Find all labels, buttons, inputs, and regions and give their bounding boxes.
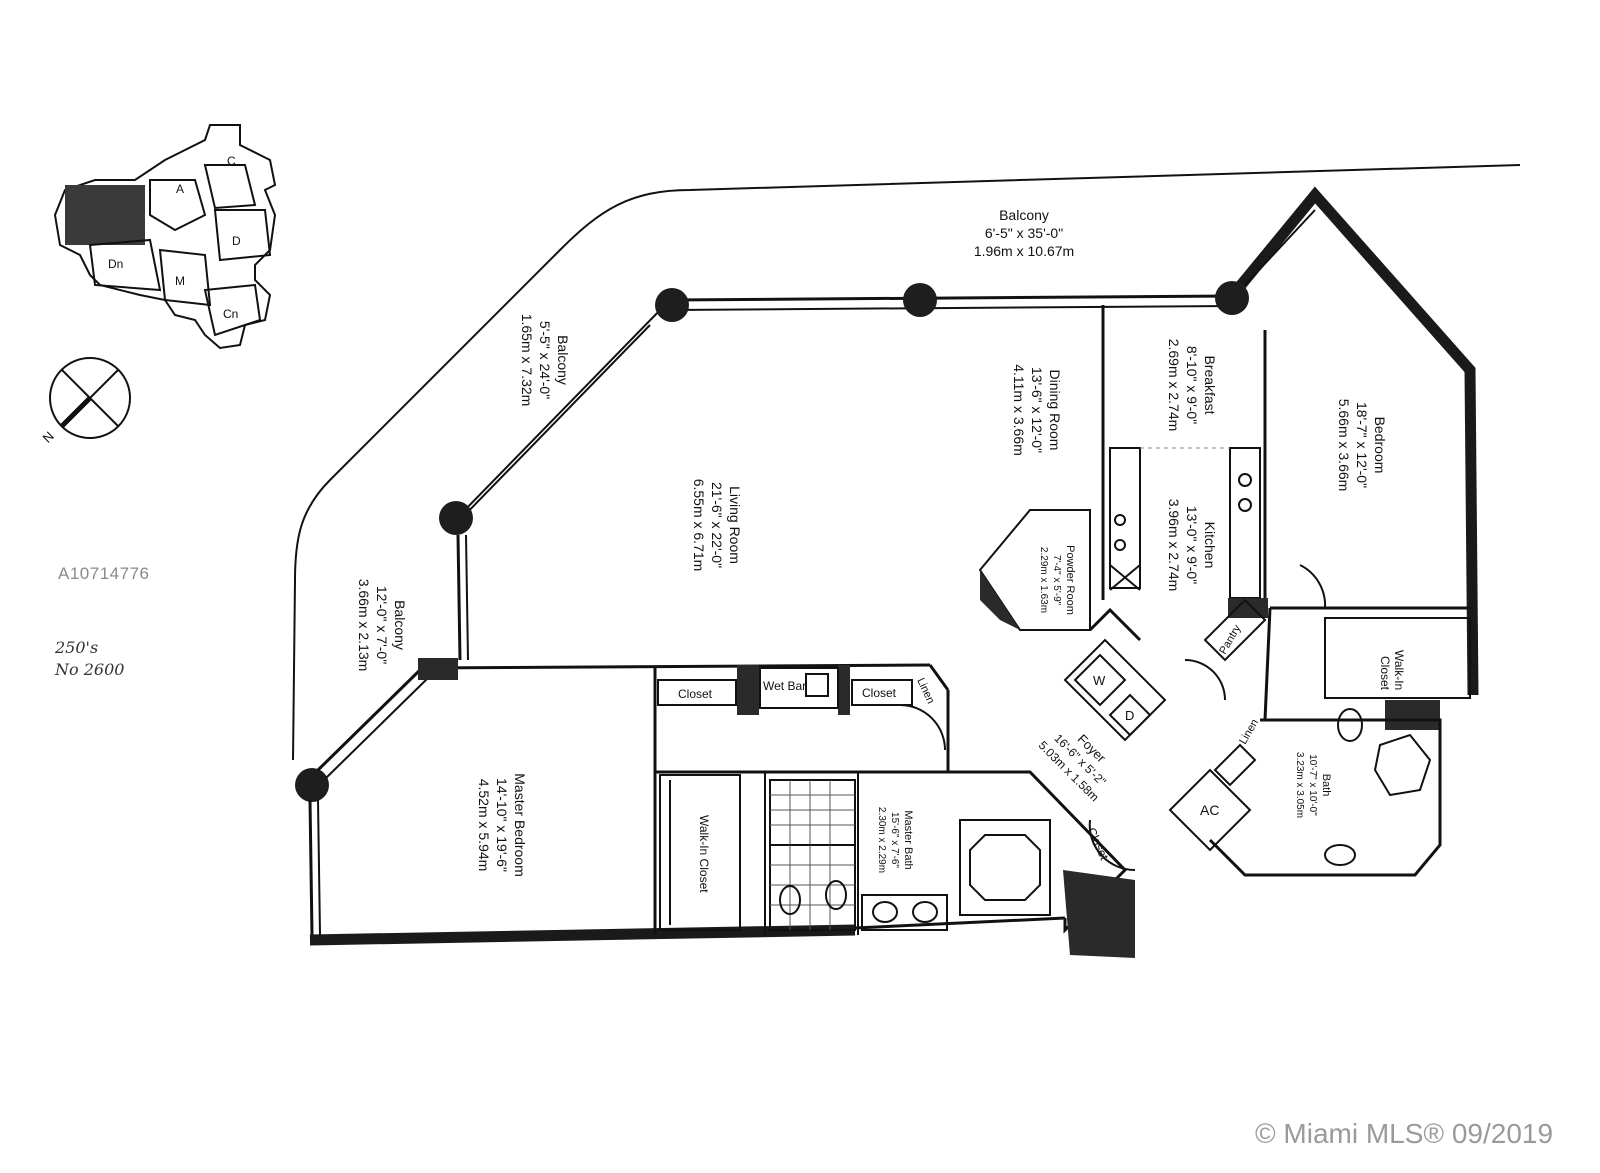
room-dims-ft: 21'-6" x 22'-0" xyxy=(709,482,725,568)
handwritten-note: 250's xyxy=(55,638,99,657)
key-plan: C A D Dn M Cn xyxy=(53,124,277,350)
room-dims-m: 6.55m x 6.71m xyxy=(691,479,707,572)
room-dims-m: 2.29m x 1.63m xyxy=(1038,547,1049,613)
room-label-balcony-top: Balcony 6'-5" x 35'-0" 1.96m x 10.67m xyxy=(974,207,1074,259)
room-label-master-bedroom: Master Bedroom 14'-10" x 19'-6" 4.52m x … xyxy=(476,773,528,876)
washer-label: W xyxy=(1093,673,1106,688)
closet-label: Closet xyxy=(862,686,897,700)
room-label-breakfast: Breakfast 8'-10" x 9'-0" 2.69m x 2.74m xyxy=(1166,339,1218,432)
room-label-master-bath: Master Bath 15'-6" x 7'-6" 2.30m x 2.29m xyxy=(876,807,914,873)
window-wall xyxy=(669,294,1233,302)
room-dims-ft: 15'-6" x 7'-6" xyxy=(889,812,900,868)
handwritten-note: No 2600 xyxy=(55,660,125,679)
room-name: Master Bath xyxy=(902,810,914,869)
key-plan-label: A xyxy=(176,182,184,196)
balcony-edge xyxy=(459,304,666,516)
walk-in-closet-label: Walk-In Closet xyxy=(697,815,711,893)
master-bath-fixtures xyxy=(769,779,1051,931)
room-name: Balcony xyxy=(555,335,571,385)
room-name: Living Room xyxy=(727,486,743,564)
key-plan-label: Dn xyxy=(108,257,123,271)
room-dims-ft: 14'-10" x 19'-6" xyxy=(494,778,510,872)
room-label-bath: Bath 10'-7" x 10'-0" 3.23m x 3.05m xyxy=(1294,752,1332,818)
room-dims-ft: 6'-5" x 35'-0" xyxy=(985,225,1063,241)
balcony-edge xyxy=(454,324,651,526)
room-name: Powder Room xyxy=(1064,545,1076,615)
room-dims-m: 4.11m x 3.66m xyxy=(1011,364,1027,456)
bedroom-exterior-wall xyxy=(1227,186,1479,696)
room-name: Balcony xyxy=(999,207,1049,223)
room-label-balcony-left: Balcony 5'-5" x 24'-0" 1.65m x 7.32m xyxy=(519,314,571,407)
room-dims-ft: 7'-4" x 5'-9" xyxy=(1051,555,1062,606)
listing-id-watermark: A10714776 xyxy=(58,564,150,583)
closet-label: Closet xyxy=(678,687,713,701)
room-dims-m: 4.52m x 5.94m xyxy=(476,779,492,872)
room-dims-ft: 18'-7" x 12'-0" xyxy=(1354,402,1370,488)
ac-label: AC xyxy=(1200,802,1219,818)
dryer-label: D xyxy=(1125,708,1134,723)
room-dims-ft: 12'-0" x 7'-0" xyxy=(374,586,390,664)
structural-columns xyxy=(295,281,1249,802)
room-label-powder-room: Powder Room 7'-4" x 5'-9" 2.29m x 1.63m xyxy=(1038,545,1076,615)
room-dims-ft: 13'-0" x 9'-0" xyxy=(1184,506,1200,584)
key-plan-label: D xyxy=(232,234,241,248)
pantry-label: Pantry xyxy=(1217,623,1244,657)
room-label-living-room: Living Room 21'-6" x 22'-0" 6.55m x 6.71… xyxy=(691,479,743,572)
room-dims-m: 1.65m x 7.32m xyxy=(519,314,535,407)
room-name: Breakfast xyxy=(1202,355,1218,414)
room-name: Kitchen xyxy=(1202,522,1218,569)
linen-label: Linen xyxy=(1237,717,1261,746)
linen-label: Linen xyxy=(914,676,936,705)
room-dims-ft: 13'-6" x 12'-0" xyxy=(1029,367,1045,453)
room-dims-m: 3.96m x 2.74m xyxy=(1166,499,1182,592)
compass-north-label: N xyxy=(40,429,57,446)
balcony-railing xyxy=(292,164,1521,761)
copyright-watermark: © Miami MLS® 09/2019 xyxy=(1255,1118,1554,1149)
wet-bar-label: Wet Bar xyxy=(763,679,806,693)
room-label-kitchen: Kitchen 13'-0" x 9'-0" 3.96m x 2.74m xyxy=(1166,499,1218,592)
room-name: Dining Room xyxy=(1047,370,1063,451)
room-dims-m: 1.96m x 10.67m xyxy=(974,243,1074,259)
closet-label: Closet xyxy=(1084,825,1111,862)
room-dims-m: 3.23m x 3.05m xyxy=(1294,752,1305,818)
room-dims-ft: 10'-7" x 10'-0" xyxy=(1307,754,1318,816)
key-plan-label: Cn xyxy=(223,307,238,321)
room-dims-ft: 8'-10" x 9'-0" xyxy=(1184,346,1200,424)
walk-in-closet-label: Closet xyxy=(1378,656,1392,691)
key-plan-label: C xyxy=(227,154,236,168)
room-label-bedroom: Bedroom 18'-7" x 12'-0" 5.66m x 3.66m xyxy=(1336,399,1388,492)
room-dims-m: 2.69m x 2.74m xyxy=(1166,339,1182,432)
room-name: Bath xyxy=(1320,774,1332,797)
walk-in-closet-label: Walk-In xyxy=(1392,650,1406,690)
room-name: Bedroom xyxy=(1372,417,1388,474)
room-label-dining-room: Dining Room 13'-6" x 12'-0" 4.11m x 3.66… xyxy=(1011,364,1063,456)
room-label-balcony-small: Balcony 12'-0" x 7'-0" 3.66m x 2.13m xyxy=(356,579,408,672)
room-dims-m: 5.66m x 3.66m xyxy=(1336,399,1352,492)
room-dims-m: 3.66m x 2.13m xyxy=(356,579,372,672)
key-plan-highlighted-unit xyxy=(65,185,145,245)
key-plan-label: M xyxy=(175,274,185,288)
room-name: Master Bedroom xyxy=(512,773,528,876)
room-name: Balcony xyxy=(392,600,408,650)
room-dims-ft: 5'-5" x 24'-0" xyxy=(537,321,553,399)
compass-icon: N xyxy=(40,357,131,446)
room-dims-m: 2.30m x 2.29m xyxy=(876,807,887,873)
window-wall xyxy=(669,305,1233,311)
